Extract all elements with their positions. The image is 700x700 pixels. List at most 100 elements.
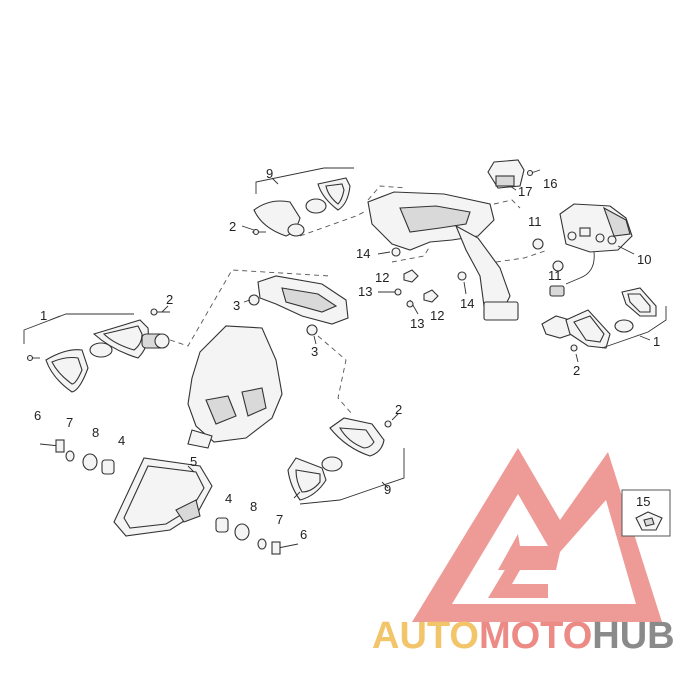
grommet-8b [234,523,250,541]
bolt-13b-head [406,300,414,308]
leader-5 [187,465,195,473]
callout-9a: 9 [266,166,273,181]
screw-2b-head [150,308,158,316]
leader-3a [243,299,251,303]
bulb-9a [305,198,327,214]
leader-2b [161,305,169,313]
callout-14a: 14 [356,246,370,261]
callout-6b: 6 [300,527,307,542]
headlight-lens [113,457,213,537]
watermark-text-auto: AUTO [372,615,479,657]
dashed-ref-9a [299,211,365,237]
bracket-line-9b [299,448,405,505]
callout-13b: 13 [410,316,424,331]
callout-11b: 11 [548,268,562,283]
watermark-text-moto: MOTO [479,615,592,657]
bolt-13a-head [394,288,402,296]
spacer-4b [215,517,229,533]
fasteners-bottom [215,517,299,555]
lens-inner-9a [325,183,345,205]
callout-12a: 12 [375,270,389,285]
screw-2a-head [252,228,260,236]
callout-13a: 13 [358,284,372,299]
bolt-6a-head [55,439,65,453]
clip-hole [643,517,655,527]
headlight-mount [175,499,201,523]
bolt-6b-shaft [277,543,299,549]
nut-14b [457,271,467,281]
callout-17: 17 [518,184,532,199]
bulb-left [89,342,113,358]
tail-light-lamp-1 [567,231,577,241]
indicator-nut-left [154,333,170,349]
bushing-3a [248,294,260,306]
tail-light-end-cap [602,206,631,237]
callout-8b: 8 [250,499,257,514]
bracket-line-1b [601,306,667,349]
lens-inner-right [627,293,651,313]
bolt-6b-head [271,541,281,555]
callout-11a: 11 [528,214,542,229]
callout-7a: 7 [66,415,73,430]
bracket-line-1a [23,313,134,344]
leader-2a [241,225,255,231]
callout-15: 15 [636,494,650,509]
dashed-ref-9b [317,335,353,415]
fairing-shell [187,325,283,443]
tail-light-wire [565,251,595,285]
callout-2b: 2 [166,292,173,307]
screw-2d-head [570,344,578,352]
bracket-slot [281,287,338,313]
callout-6a: 6 [34,408,41,423]
callout-14b: 14 [460,296,474,311]
indicator-lens-inner-left [51,356,83,385]
fasteners-left [39,439,115,475]
tail-light-lamp-4 [607,235,617,245]
indicator-housing-inner-9b [339,427,375,449]
callout-7b: 7 [276,512,283,527]
tail-light-connector [549,285,565,297]
fairing-vent-right [241,387,267,417]
watermark-logo-cutout [452,494,636,604]
lower-center-indicator [287,335,405,505]
lens-inner-9b [295,469,321,493]
callout-4b: 4 [225,491,232,506]
license-light-lens [495,175,515,187]
dashed-ref-fender-4 [495,249,549,263]
screw-2c-head [384,420,392,428]
nut-14a [391,247,401,257]
fairing-tab [187,429,213,449]
headlight-fairing [187,325,283,449]
fasteners-fender [377,247,467,315]
callout-2d: 2 [573,363,580,378]
indicator-housing-inner-right [573,315,605,343]
bulb-right [614,319,634,333]
leader-1b [639,335,651,341]
tail-light [532,203,635,297]
dashed-ref-fender-2 [391,245,431,263]
leader-2c [391,413,399,421]
washer-7a [65,450,75,462]
tail-light-lamp-3 [595,233,605,243]
indicator-socket-9a [287,223,305,237]
dashed-ref-fender-1 [367,185,407,201]
callout-3a: 3 [233,298,240,313]
nut-12b [423,289,439,303]
rear-fender-bracket [367,185,549,321]
license-plate-holder [483,301,519,321]
watermark-logo [412,448,662,622]
bushing-3b [306,324,318,336]
bulb-9b [321,456,343,472]
leader-9b [381,481,389,489]
nut-12a [403,269,419,283]
callout-5: 5 [190,454,197,469]
leader-10 [617,245,635,255]
right-turn-indicator [541,287,667,363]
callout-12b: 12 [430,308,444,323]
watermark-wordmark: AUTOMOTOHUB [372,615,675,657]
bracket-line-9a [255,167,354,194]
callout-4a: 4 [118,433,125,448]
dashed-ref-left [169,269,331,347]
callout-8a: 8 [92,425,99,440]
washer-7b [257,538,267,550]
